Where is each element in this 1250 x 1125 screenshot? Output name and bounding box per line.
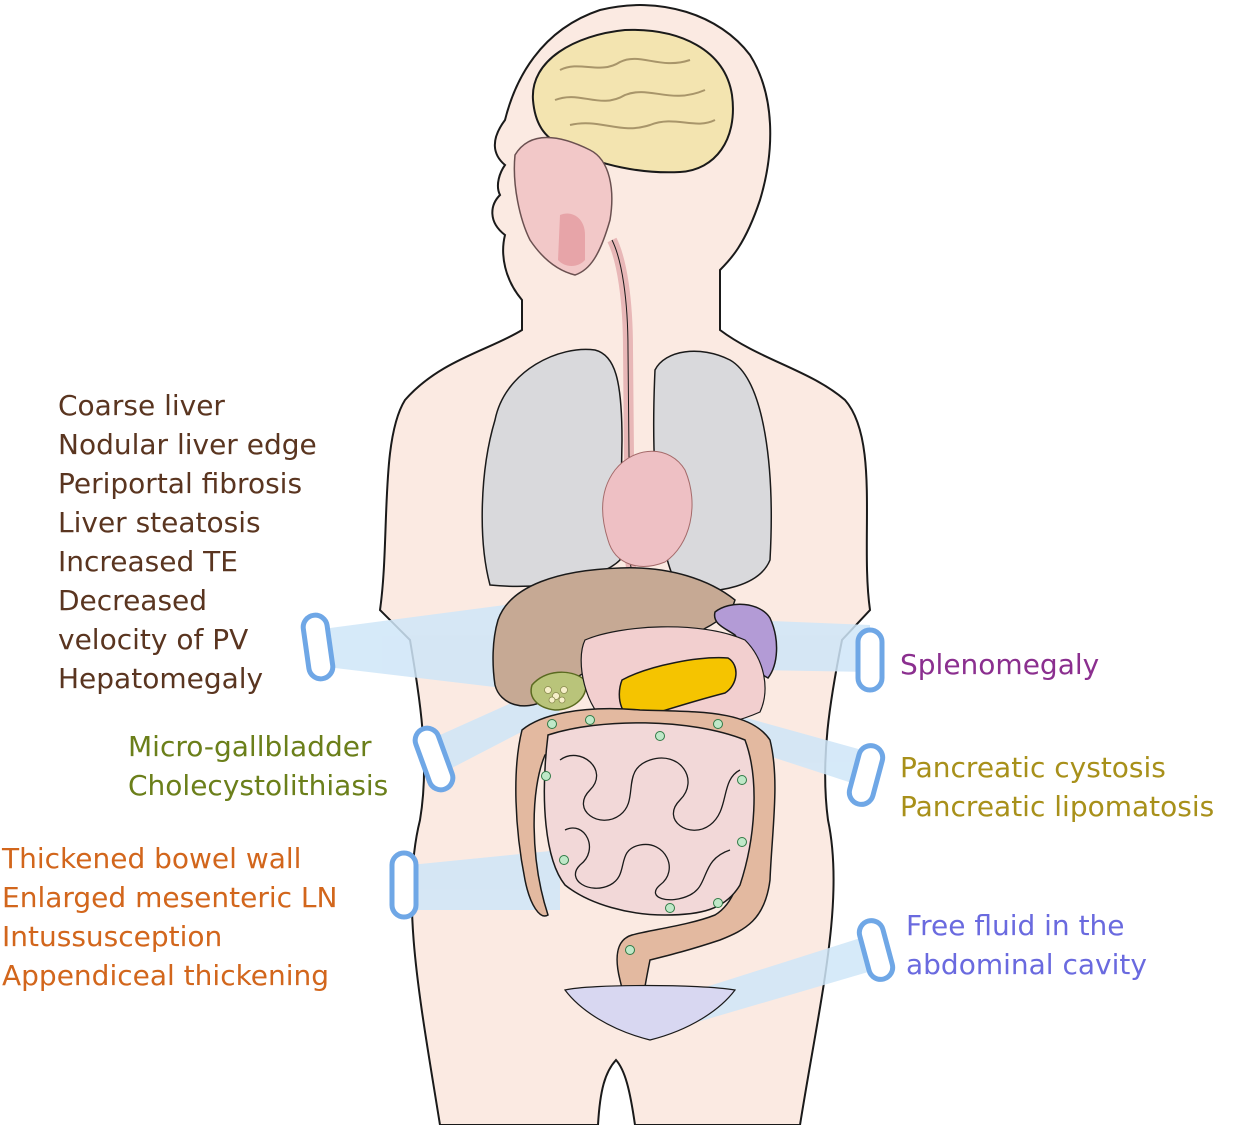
bowel-findings: Thickened bowel wall Enlarged mesenteric…: [2, 839, 337, 995]
pancreas-finding: Pancreatic lipomatosis: [900, 790, 1215, 823]
free-fluid-icon: [563, 984, 737, 1041]
pancreas-finding: Pancreatic cystosis: [900, 751, 1166, 784]
brain-folds: [554, 57, 716, 130]
heart-icon: [602, 450, 693, 567]
lymph-node-icon: [713, 719, 723, 729]
lymph-node-icon: [737, 775, 747, 785]
intestine-loops: [559, 754, 741, 901]
lymph-node-icon: [713, 898, 723, 908]
lymph-node-icon: [737, 837, 747, 847]
lymph-node-icon: [547, 719, 557, 729]
left-lung-icon: [481, 348, 623, 588]
probes: [300, 612, 896, 982]
ultrasound-probe-icon: [300, 612, 336, 682]
gallbladder-finding: Cholecystolithiasis: [128, 769, 389, 802]
ultrasound-probe-icon: [389, 850, 419, 920]
liver-finding: Periportal fibrosis: [58, 467, 303, 500]
bowel-finding: Intussusception: [2, 920, 223, 953]
fluid-findings: Free fluid in the abdominal cavity: [906, 906, 1147, 984]
lymph-node-icon: [585, 715, 595, 725]
spleen-finding: Splenomegaly: [900, 648, 1100, 681]
bowel-finding: Thickened bowel wall: [2, 842, 302, 875]
gallbladder-beam: [440, 690, 560, 770]
liver-finding: Hepatomegaly: [58, 662, 264, 695]
bowel-finding: Enlarged mesenteric LN: [2, 881, 338, 914]
gallstones: [544, 686, 568, 704]
lymph-node-icon: [541, 771, 551, 781]
gallbladder-finding: Micro-gallbladder: [128, 730, 372, 763]
lymph-node-icon: [625, 945, 635, 955]
gallbladder-findings: Micro-gallbladder Cholecystolithiasis: [128, 727, 388, 805]
liver-finding: Coarse liver: [58, 389, 225, 422]
small-intestine-icon: [543, 722, 755, 916]
lymph-node-icon: [559, 855, 569, 865]
lymph-nodes: [541, 715, 747, 955]
pancreas-findings: Pancreatic cystosis Pancreatic lipomatos…: [900, 748, 1214, 826]
ultrasound-probe-icon: [846, 743, 886, 807]
liver-finding: Decreased: [58, 584, 208, 617]
throat-icon: [558, 213, 585, 266]
liver-finding: Liver steatosis: [58, 506, 261, 539]
liver-beam: [330, 605, 520, 690]
gallbladder-icon: [530, 671, 587, 711]
colon-icon: [515, 707, 776, 1031]
lymph-node-icon: [655, 731, 665, 741]
ultrasound-probe-icon: [856, 918, 896, 982]
ultrasound-probe-icon: [855, 627, 885, 693]
fluid-finding: Free fluid in the: [906, 909, 1125, 942]
spleen-findings: Splenomegaly: [900, 645, 1099, 684]
ultrasound-probe-icon: [412, 725, 456, 793]
bowel-finding: Appendiceal thickening: [2, 959, 330, 992]
liver-finding: Increased TE: [58, 545, 238, 578]
fluid-finding: abdominal cavity: [906, 948, 1147, 981]
liver-findings: Coarse liver Nodular liver edge Periport…: [58, 386, 317, 698]
lymph-node-icon: [665, 903, 675, 913]
liver-finding: Nodular liver edge: [58, 428, 317, 461]
nasal-cavity-icon: [513, 136, 613, 276]
liver-finding: velocity of PV: [58, 623, 249, 656]
